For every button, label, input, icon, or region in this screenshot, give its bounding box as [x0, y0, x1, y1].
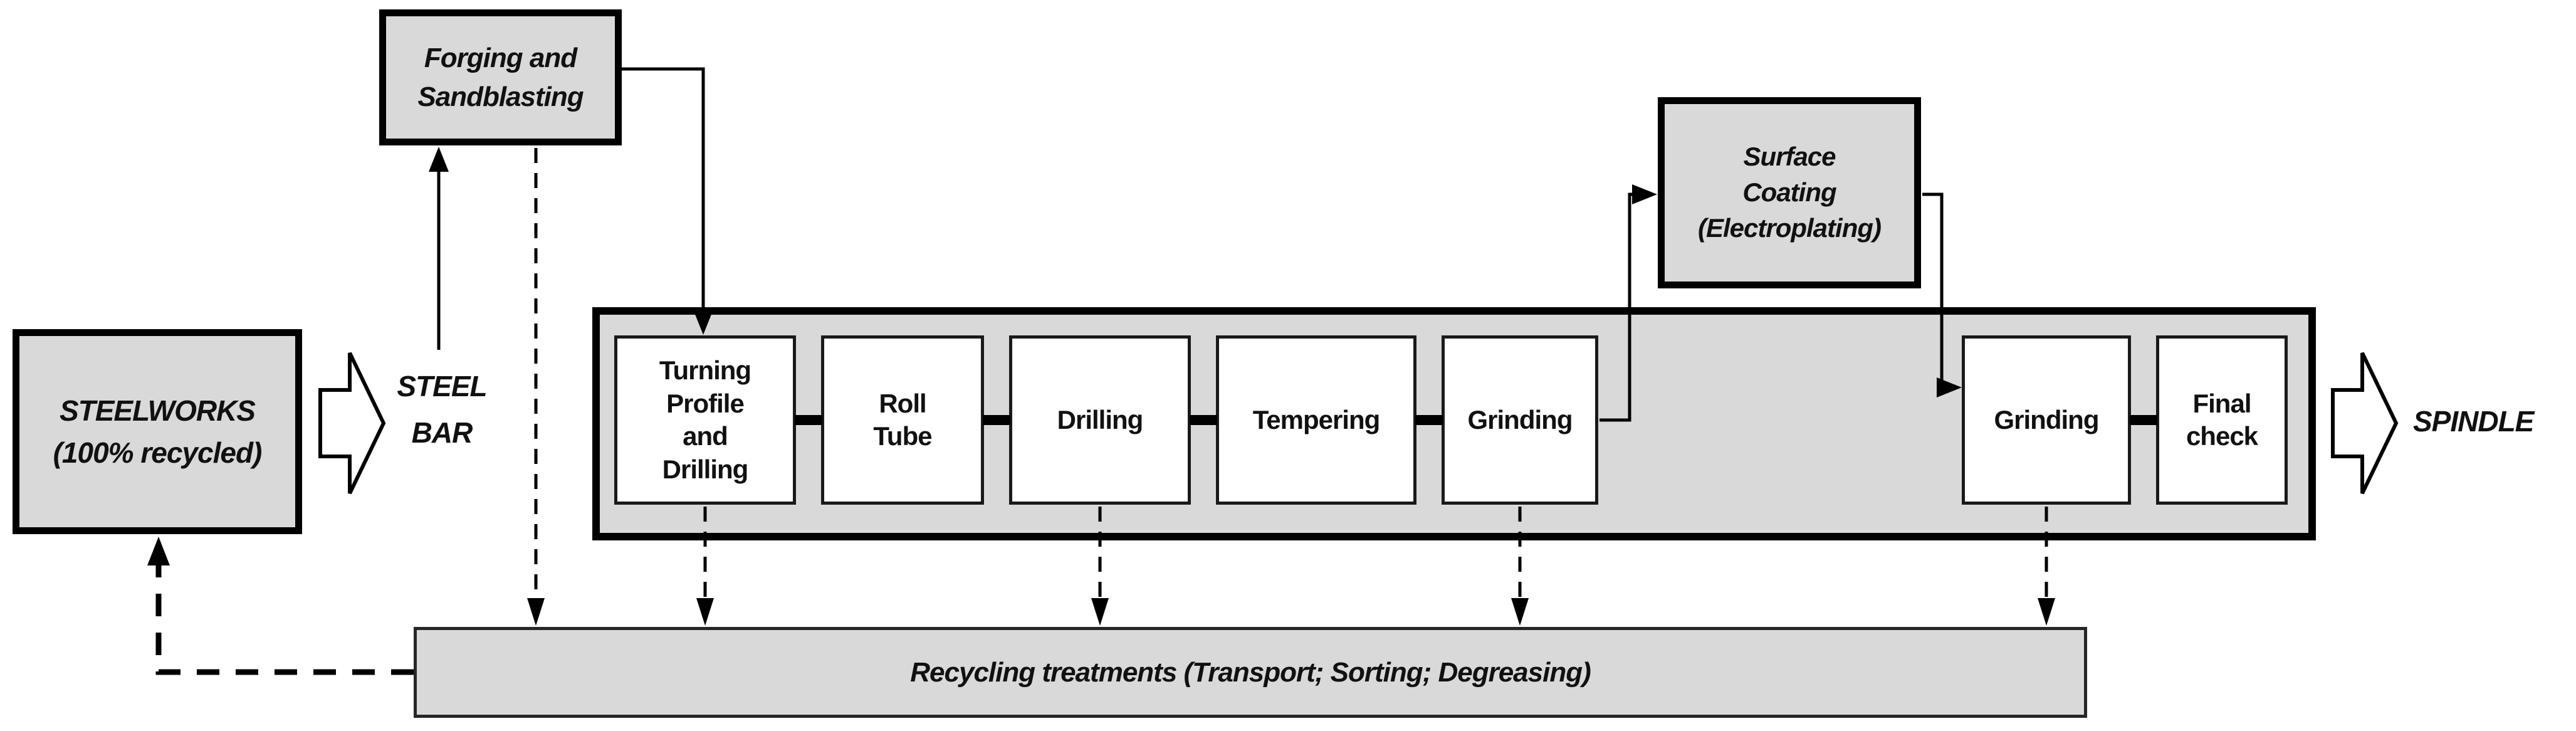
step-label: Tempering	[1252, 404, 1381, 434]
steel-bar-label: STEEL BAR	[397, 370, 487, 449]
step-tempering: Tempering	[1216, 335, 1416, 505]
step-final-check: Final check	[2156, 335, 2288, 505]
recycling-treatments-label: Recycling treatments (Transport; Sorting…	[910, 656, 1591, 688]
arrow-steelbar-to-forging	[429, 147, 449, 350]
step-label: Drilling	[1057, 404, 1144, 434]
surface-coating-label: Surface Coating (Electroplating)	[1697, 142, 1882, 243]
forging-sandblasting-label: Forging and Sandblasting	[417, 42, 584, 112]
step-label: Roll Tube	[873, 388, 932, 451]
step-label: Grinding	[1994, 404, 2100, 434]
steelworks-box: STEELWORKS (100% recycled)	[13, 329, 302, 534]
steelworks-label: STEELWORKS (100% recycled)	[53, 394, 263, 469]
step-drilling: Drilling	[1009, 335, 1191, 505]
step-roll-tube: Roll Tube	[821, 335, 984, 505]
step-label: Final check	[2186, 388, 2258, 451]
step-grinding-1: Grinding	[1442, 335, 1598, 505]
surface-coating-box: Surface Coating (Electroplating)	[1658, 97, 1921, 288]
forging-sandblasting-box: Forging and Sandblasting	[379, 9, 622, 145]
spindle-block-arrow	[2331, 352, 2399, 495]
recycling-treatments-bar: Recycling treatments (Transport; Sorting…	[414, 627, 2087, 718]
step-label: Turning Profile and Drilling	[659, 355, 751, 484]
dashed-recycling-to-steelworks	[147, 537, 414, 675]
connector-forging-to-turning	[622, 67, 713, 335]
step-label: Grinding	[1467, 404, 1573, 434]
step-grinding-2: Grinding	[1962, 335, 2131, 505]
dashed-drop-arrowheads	[527, 598, 2055, 626]
spindle-label: SPINDLE	[2413, 405, 2534, 438]
step-turning-profile-drilling: Turning Profile and Drilling	[614, 335, 796, 505]
